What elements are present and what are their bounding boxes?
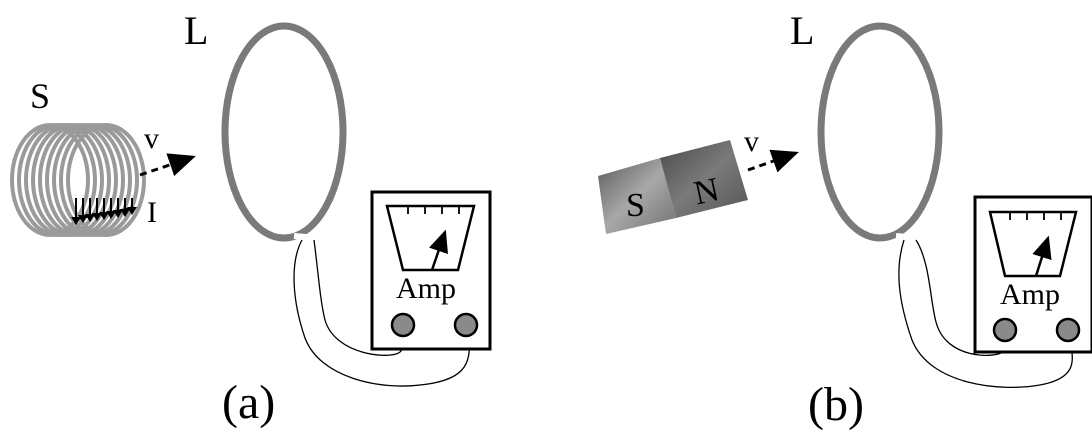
magnet-south-label: S [626, 187, 645, 224]
magnet-north-pole [660, 140, 748, 218]
velocity-label: v [144, 122, 159, 155]
ammeter-b: Amp [973, 195, 1092, 354]
bar-magnet: S N [598, 140, 748, 234]
meter-dial-b [988, 210, 1078, 278]
velocity-arrow-b [747, 149, 799, 173]
velocity-label-b: v [744, 125, 759, 158]
current-label: I [147, 196, 157, 229]
meter-needle-b [1032, 235, 1052, 277]
conducting-loop [221, 22, 347, 242]
solenoid-label: S [30, 76, 50, 116]
loop-gap-b [895, 233, 919, 241]
loop-label: L [184, 8, 208, 53]
terminal-left-b [992, 317, 1018, 343]
dial-ticks [407, 206, 460, 214]
ammeter-label-b: Amp [1000, 278, 1060, 311]
ammeter: Amp [370, 190, 492, 351]
ammeter-label: Amp [396, 272, 456, 305]
caption-b: (b) [808, 378, 864, 431]
velocity-arrow [139, 153, 196, 177]
dial-ticks-b [1009, 212, 1062, 220]
conducting-loop-b [817, 22, 943, 242]
caption-a: (a) [222, 376, 275, 429]
terminal-right-b [1055, 317, 1081, 343]
solenoid [10, 123, 146, 237]
panel-a: S v I L Amp (a) [10, 8, 492, 429]
loop-gap [293, 233, 319, 241]
terminal-left [390, 312, 416, 338]
current-arrowheads [71, 207, 137, 225]
magnet-south-pole [598, 158, 676, 234]
loop-label-b: L [790, 8, 814, 53]
terminal-right [453, 312, 479, 338]
meter-dial [385, 204, 476, 272]
panel-b: S N v L Amp (b) [598, 8, 1092, 431]
meter-needle [429, 229, 448, 271]
